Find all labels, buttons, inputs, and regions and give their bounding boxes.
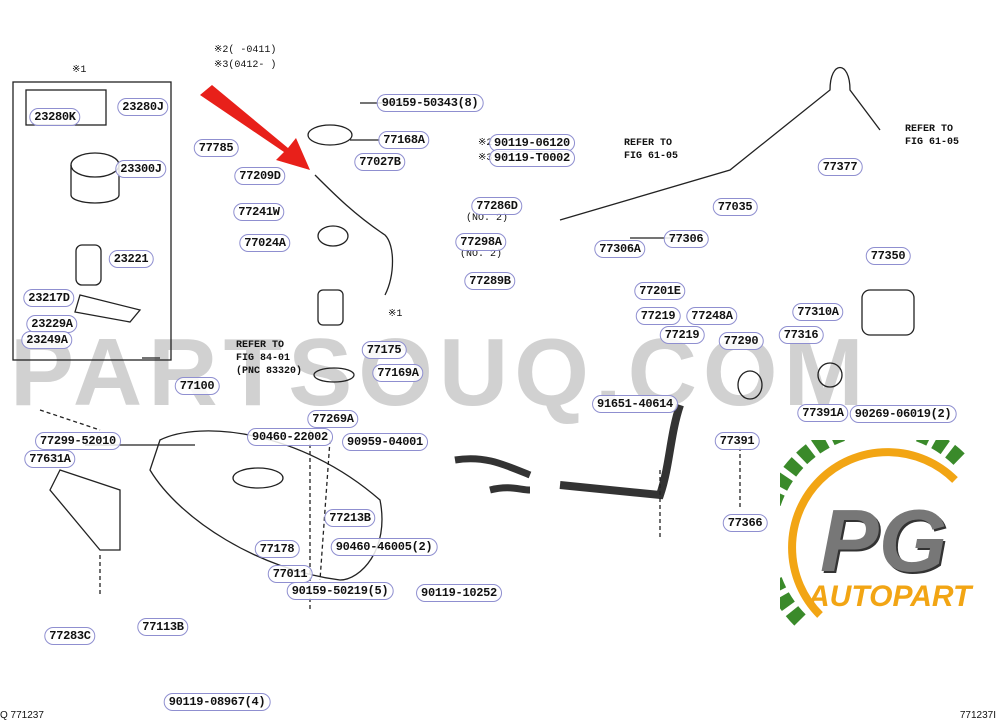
logo-autopart: AUTOPART — [808, 580, 972, 613]
part-77350[interactable]: 77350 — [865, 247, 911, 265]
pipe-shape — [314, 174, 394, 296]
part-77269A[interactable]: 77269A — [307, 410, 359, 428]
no2-note: (NO. 2) — [460, 249, 503, 260]
part-77391A[interactable]: 77391A — [797, 404, 849, 422]
part-77219[interactable]: 77219 — [635, 307, 681, 325]
refer-fig-61-05[interactable]: REFER TO FIG 61-05 — [905, 124, 960, 148]
tank-shape — [149, 430, 383, 581]
part-77011[interactable]: 77011 — [267, 565, 313, 583]
gauge-shape — [317, 225, 349, 247]
part-23280J[interactable]: 23280J — [117, 98, 169, 116]
part-77201E[interactable]: 77201E — [634, 282, 686, 300]
figure-id-right: 771237I — [959, 710, 996, 721]
part-77175[interactable]: 77175 — [361, 341, 407, 359]
part-23249A[interactable]: 23249A — [21, 331, 73, 349]
part-77310A[interactable]: 77310A — [792, 303, 844, 321]
part-77306A[interactable]: 77306A — [594, 240, 646, 258]
part-77290[interactable]: 77290 — [718, 332, 764, 350]
part-23221[interactable]: 23221 — [108, 250, 154, 268]
part-77283C[interactable]: 77283C — [44, 627, 96, 645]
part-77100[interactable]: 77100 — [174, 377, 220, 395]
dashed-leaders — [39, 409, 741, 610]
ring-shape — [307, 124, 353, 146]
part-77209D[interactable]: 77209D — [234, 167, 286, 185]
no2-note: (NO. 2) — [466, 213, 509, 224]
note-3: ※3(0412- ) — [214, 60, 277, 71]
mark-2: ※2 — [478, 138, 493, 149]
fuel-lid-shape — [861, 289, 915, 336]
figure-id-left: Q 771237 — [0, 710, 44, 721]
part-90119-10252[interactable]: 90119-10252 — [416, 584, 502, 602]
pump-shape — [75, 244, 102, 286]
part-90119-T0002[interactable]: 90119-T0002 — [489, 149, 575, 167]
part-90460-46005[interactable]: 90460-46005(2) — [330, 538, 438, 556]
part-23217D[interactable]: 23217D — [23, 289, 75, 307]
hose-shape — [454, 455, 532, 494]
part-77785[interactable]: 77785 — [193, 139, 239, 157]
part-23280K[interactable]: 23280K — [29, 108, 81, 126]
part-77241W[interactable]: 77241W — [233, 203, 285, 221]
part-77391[interactable]: 77391 — [714, 432, 760, 450]
part-23229A[interactable]: 23229A — [26, 315, 78, 333]
gear-icon — [780, 440, 966, 626]
filter-shape — [70, 152, 120, 178]
part-90119-08967[interactable]: 90119-08967(4) — [163, 693, 271, 711]
part-77178[interactable]: 77178 — [254, 540, 300, 558]
part-77113B[interactable]: 77113B — [137, 618, 189, 636]
cable-shape — [559, 67, 881, 221]
part-90119-06120[interactable]: 90119-06120 — [489, 134, 575, 152]
gasket-shape — [313, 367, 355, 383]
part-77024A[interactable]: 77024A — [239, 234, 291, 252]
filler-pipe-shape — [559, 403, 684, 500]
part-77366[interactable]: 77366 — [722, 514, 768, 532]
cap-shape — [737, 370, 763, 400]
refer-fig-84-01[interactable]: REFER TO FIG 84-01 (PNC 83320) — [236, 340, 303, 377]
part-77035[interactable]: 77035 — [712, 198, 758, 216]
cap-shape-2 — [817, 362, 843, 388]
part-77298A[interactable]: 77298A — [455, 233, 507, 251]
part-77248A[interactable]: 77248A — [686, 307, 738, 325]
assembly-box — [12, 81, 172, 361]
part-91651-40614[interactable]: 91651-40614 — [592, 395, 678, 413]
pg-autopart-logo: PG AUTOPART — [780, 440, 990, 640]
note-1: ※1 — [72, 65, 87, 76]
part-77299-52010[interactable]: 77299-52010 — [35, 432, 121, 450]
part-77286D[interactable]: 77286D — [471, 197, 523, 215]
refer-fig-61-05[interactable]: REFER TO FIG 61-05 — [624, 138, 679, 162]
part-77289B[interactable]: 77289B — [464, 272, 516, 290]
part-77316[interactable]: 77316 — [778, 326, 824, 344]
logo-pg: PG — [820, 491, 948, 590]
part-77219[interactable]: 77219 — [659, 326, 705, 344]
part-77027B[interactable]: 77027B — [354, 153, 406, 171]
part-77377[interactable]: 77377 — [817, 158, 863, 176]
part-77306[interactable]: 77306 — [663, 230, 709, 248]
bracket-shape — [74, 294, 142, 323]
part-77213B[interactable]: 77213B — [324, 509, 376, 527]
red-arrow — [200, 85, 310, 170]
part-23300J[interactable]: 23300J — [115, 160, 167, 178]
part-90159-50219[interactable]: 90159-50219(5) — [286, 582, 394, 600]
mark-3: ※3 — [478, 153, 493, 164]
part-77168A[interactable]: 77168A — [378, 131, 430, 149]
part-90159-50343[interactable]: 90159-50343(8) — [376, 94, 484, 112]
pump-shape-2 — [317, 289, 344, 326]
part-77631A[interactable]: 77631A — [24, 450, 76, 468]
note-2: ※2( -0411) — [214, 45, 277, 56]
tank-opening — [232, 467, 284, 489]
part-77169A[interactable]: 77169A — [372, 364, 424, 382]
protector-shape — [49, 469, 121, 551]
part-90269-06019[interactable]: 90269-06019(2) — [849, 405, 957, 423]
part-90959-04001[interactable]: 90959-04001 — [342, 433, 428, 451]
filter-body — [70, 165, 120, 204]
note-1-b: ※1 — [388, 309, 403, 320]
part-90460-22002[interactable]: 90460-22002 — [247, 428, 333, 446]
